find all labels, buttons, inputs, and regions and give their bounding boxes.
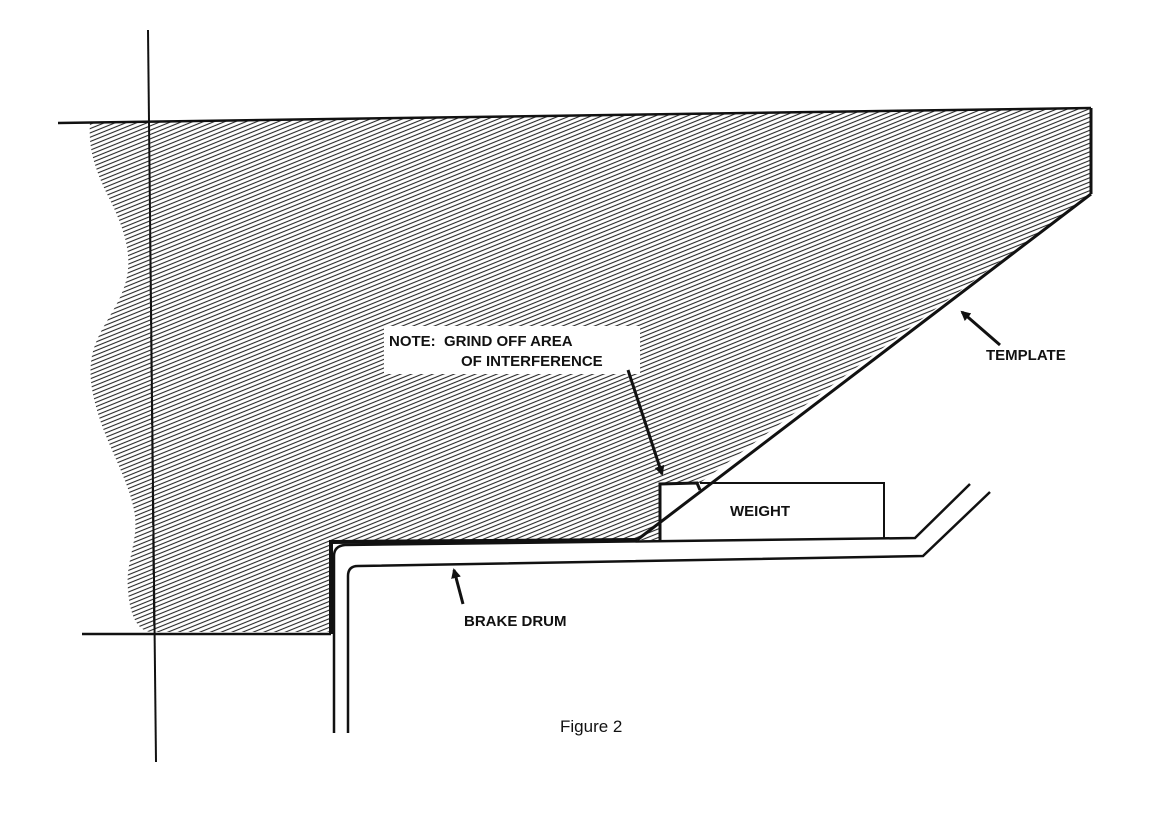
- vertical-dashed-centerline: [149, 234, 155, 631]
- weight-label: WEIGHT: [730, 503, 790, 520]
- template-step-edge: [329, 538, 638, 634]
- brake-drum-outer-line: [332, 483, 971, 733]
- template-leader-arrow: [960, 310, 1001, 347]
- note-label-line2: OF INTERFERENCE: [461, 353, 603, 370]
- interference-notch: [658, 481, 702, 540]
- note-label-background: [384, 326, 640, 374]
- brake-drum-inner-line: [346, 491, 991, 733]
- figure-caption: Figure 2: [560, 717, 622, 736]
- template-label: TEMPLATE: [986, 347, 1066, 364]
- template-top-edge: [57, 106, 1092, 125]
- note-leader-arrow: [626, 369, 665, 476]
- brake-drum-label: BRAKE DRUM: [464, 613, 567, 630]
- note-label-line1: NOTE: GRIND OFF AREA: [389, 333, 573, 350]
- weight-block: [700, 482, 885, 539]
- brake-drum-leader-arrow: [451, 568, 465, 605]
